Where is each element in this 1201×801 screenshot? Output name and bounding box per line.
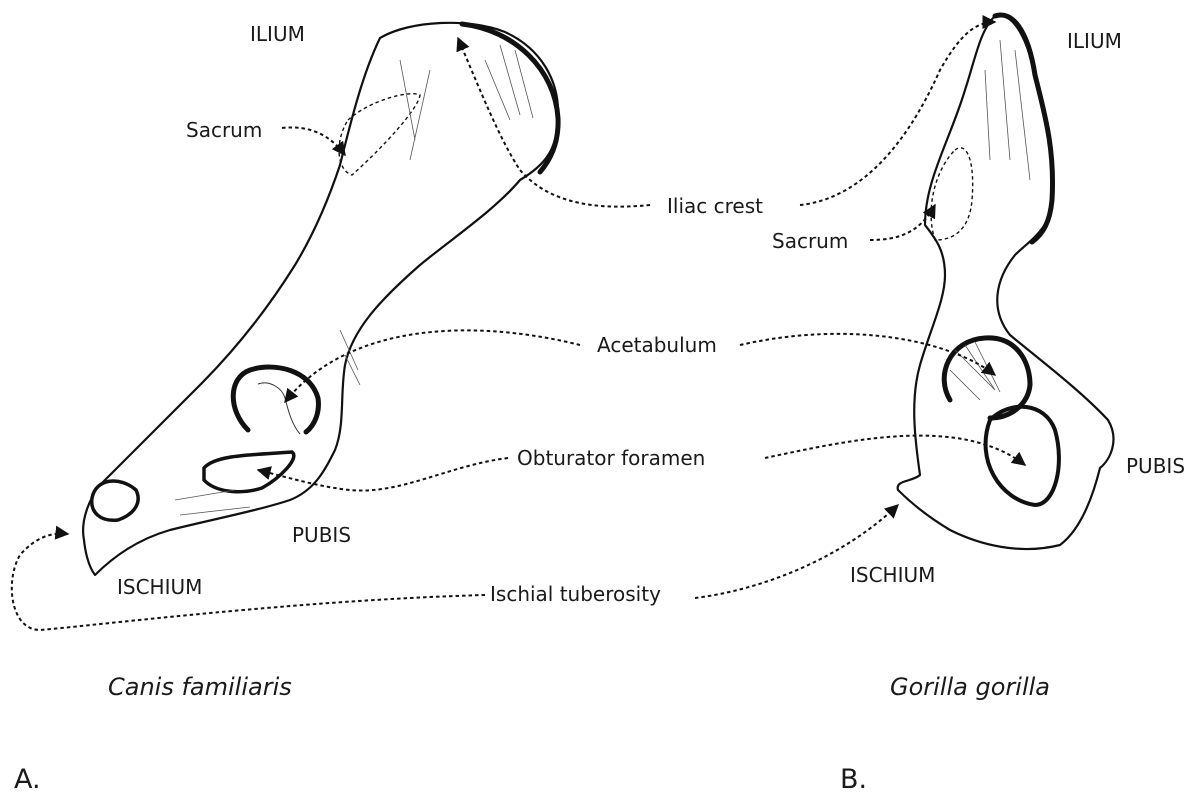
- label-ischial-tuberosity: Ischial tuberosity: [490, 582, 661, 606]
- panel-label-a: A.: [14, 764, 41, 795]
- canis-hip-bone-drawing: [83, 23, 558, 575]
- label-sacrum-b: Sacrum: [772, 229, 848, 253]
- label-ischium-a: ISCHIUM: [117, 575, 202, 599]
- label-acetabulum: Acetabulum: [597, 333, 717, 357]
- gorilla-hip-bone-drawing: [898, 15, 1114, 549]
- label-iliac-crest: Iliac crest: [667, 194, 763, 218]
- panel-label-b: B.: [840, 764, 867, 795]
- species-caption-a: Canis familiaris: [108, 673, 292, 701]
- label-sacrum-a: Sacrum: [186, 118, 262, 142]
- label-pubis-a: PUBIS: [292, 523, 351, 547]
- label-ilium-a: ILIUM: [250, 22, 305, 46]
- label-obturator-foramen: Obturator foramen: [517, 446, 705, 470]
- label-pubis-b: PUBIS: [1126, 454, 1185, 478]
- label-ischium-b: ISCHIUM: [850, 563, 935, 587]
- label-ilium-b: ILIUM: [1067, 29, 1122, 53]
- species-caption-b: Gorilla gorilla: [890, 673, 1050, 701]
